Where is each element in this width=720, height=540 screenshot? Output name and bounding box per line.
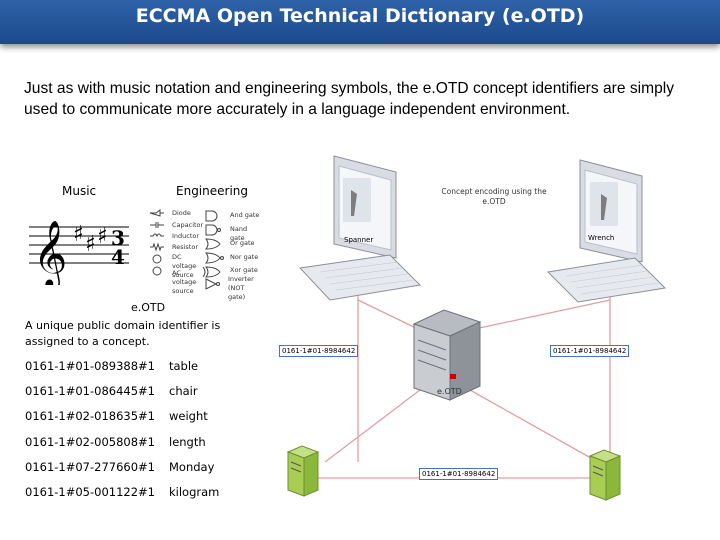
mapping-row: 0161-1#01-086445#1 chair [25,384,198,398]
mapping-term: chair [169,384,198,398]
right-device-label: Wrench [588,234,615,242]
wrench-icon [351,190,357,216]
symbol-label: Resistor [172,243,198,251]
identifier-box: 0161-1#01-8984642 [419,468,499,480]
left-tower-icon [286,445,320,497]
eotd-heading: e.OTD [131,301,166,314]
wrench-icon [601,194,607,220]
mapping-code: 0161-1#02-018635#1 [25,409,156,423]
mapping-code: 0161-1#01-086445#1 [25,384,156,398]
left-device-label: Spanner [344,236,374,244]
mapping-term: table [169,359,199,373]
mapping-code: 0161-1#02-005808#1 [25,435,156,449]
symbol-label: AC voltage source [172,269,197,295]
svg-text:♯: ♯ [85,232,96,257]
identifier-box: 0161-1#01-8984642 [550,345,630,357]
right-tower-icon [588,449,622,501]
mapping-row: 0161-1#02-018635#1 weight [25,409,208,423]
mapping-row: 0161-1#02-005808#1 length [25,435,206,449]
symbol-label: Or gate [230,239,255,247]
mapping-term: length [169,435,206,449]
identifier-box: 0161-1#01-8984642 [279,345,359,357]
symbol-label: Capacitor [172,221,204,229]
symbol-label: And gate [230,211,260,219]
symbol-label: Inverter (NOT gate) [228,275,254,301]
right-computer-icon [546,159,667,303]
engineering-symbols-image: Diode Capacitor Inductor Resistor DC vol… [148,209,260,301]
server-label: e.OTD [437,387,462,396]
symbol-label: Nand gate [230,225,248,242]
symbol-label: Diode [172,209,191,217]
music-notation-image: 𝄞 ♯ ♯ ♯ 3 4 [25,205,131,290]
engineering-label: Engineering [176,184,248,198]
left-computer-icon [298,155,422,301]
title-bar [0,0,720,44]
concept-encoding-label: Concept encoding using the e.OTD [441,187,547,206]
mapping-term: Monday [169,460,215,474]
symbol-label: DC voltage source [172,253,197,279]
symbol-label: Xor gate [230,266,258,274]
music-label: Music [62,184,97,198]
svg-text:♯: ♯ [97,224,108,249]
mapping-row: 0161-1#01-089388#1 table [25,359,198,373]
mapping-code: 0161-1#01-089388#1 [25,359,156,373]
symbol-label: Nor gate [230,253,259,261]
time-signature-top: 3 [111,226,125,250]
treble-clef-icon: 𝄞 [33,219,67,285]
mapping-term: kilogram [169,485,220,499]
sharp-icon: ♯ [73,222,84,247]
page-title: ECCMA Open Technical Dictionary (e.OTD) [135,5,585,27]
mapping-code: 0161-1#07-277660#1 [25,460,156,474]
eotd-description: A unique public domain identifier is ass… [25,319,221,348]
mapping-row: 0161-1#05-001122#1 kilogram [25,485,219,499]
mapping-row: 0161-1#07-277660#1 Monday [25,460,214,474]
time-signature-bottom: 4 [111,245,125,269]
intro-text: Just as with music notation and engineer… [24,80,675,118]
symbol-label: Inductor [172,232,200,240]
mapping-code: 0161-1#05-001122#1 [25,485,156,499]
mapping-term: weight [169,409,208,423]
